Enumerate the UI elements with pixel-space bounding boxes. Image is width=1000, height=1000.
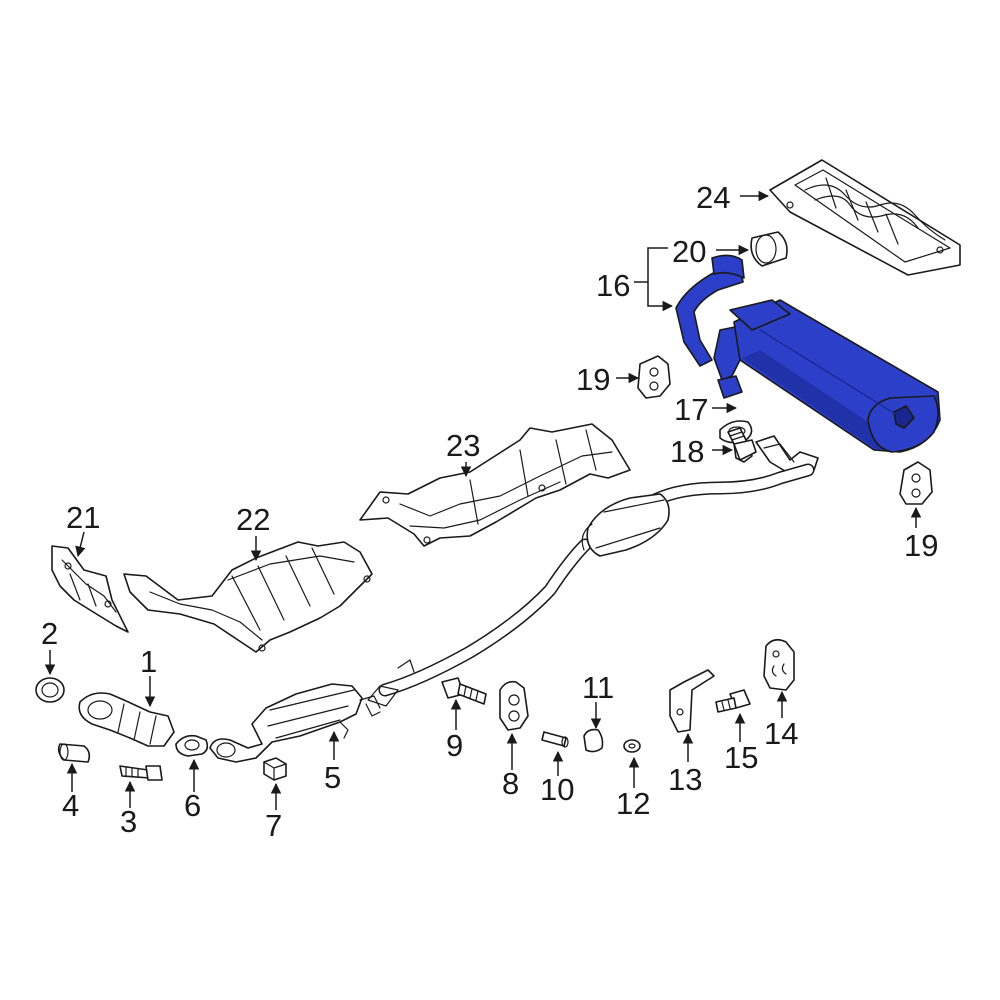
callout-5: 5 xyxy=(324,760,341,795)
callout-15: 15 xyxy=(724,740,758,775)
callout-21: 21 xyxy=(66,500,100,535)
callout-9: 9 xyxy=(446,728,463,763)
part-19-hanger-lower[interactable] xyxy=(899,461,933,505)
callout-10: 10 xyxy=(540,772,574,807)
callout-16: 16 xyxy=(596,268,630,303)
part-13-bracket[interactable] xyxy=(669,669,715,733)
part-24-rear-heat-shield[interactable] xyxy=(769,159,961,276)
part-18-bolt[interactable] xyxy=(727,427,757,463)
callout-19-lower: 19 xyxy=(904,528,938,563)
part-4-sleeve[interactable] xyxy=(57,743,91,763)
part-5-front-pipe-converter[interactable] xyxy=(209,683,381,763)
callout-labels: 1 2 3 4 5 6 7 8 9 10 11 12 13 14 15 16 1… xyxy=(41,180,938,843)
callout-24: 24 xyxy=(696,180,730,215)
callout-8: 8 xyxy=(502,766,519,801)
callout-18: 18 xyxy=(670,434,704,469)
mid-pipe-resonator[interactable] xyxy=(365,463,815,717)
part-15-bolt[interactable] xyxy=(715,689,751,713)
part-23-center-heat-shield[interactable] xyxy=(359,423,631,547)
mid-pipe-rear-flange[interactable] xyxy=(755,435,819,475)
callout-19-upper: 19 xyxy=(576,362,610,397)
callout-1: 1 xyxy=(140,644,157,679)
callout-14: 14 xyxy=(764,716,798,751)
callout-11: 11 xyxy=(582,670,614,705)
part-12-washer[interactable] xyxy=(623,739,641,753)
callout-4: 4 xyxy=(62,788,79,823)
callout-3: 3 xyxy=(120,804,137,839)
part-2-gasket-ring[interactable] xyxy=(35,677,65,703)
part-3-stud[interactable] xyxy=(119,765,163,781)
part-1-catalytic-manifold[interactable] xyxy=(78,692,175,747)
callout-22: 22 xyxy=(236,502,270,537)
part-7-nut[interactable] xyxy=(263,757,287,781)
part-6-gasket[interactable] xyxy=(175,734,209,757)
part-10-pin[interactable] xyxy=(541,731,569,748)
part-19-hanger-upper[interactable] xyxy=(637,355,671,399)
callout-17: 17 xyxy=(674,392,708,427)
part-14-bracket-plate[interactable] xyxy=(763,638,795,691)
callout-23: 23 xyxy=(446,428,480,463)
part-22-front-heat-shield[interactable] xyxy=(123,541,373,653)
part-11-cap[interactable] xyxy=(583,728,604,753)
part-8-hanger[interactable] xyxy=(499,680,529,731)
callout-13: 13 xyxy=(668,762,702,797)
part-16-muffler-assembly[interactable] xyxy=(675,254,941,453)
part-20-clamp[interactable] xyxy=(750,231,788,267)
callout-leaders xyxy=(44,190,922,810)
part-21-manifold-shield[interactable] xyxy=(51,545,129,633)
callout-12: 12 xyxy=(616,786,650,821)
callout-2: 2 xyxy=(41,616,58,651)
callout-7: 7 xyxy=(265,808,282,843)
callout-20: 20 xyxy=(672,234,706,269)
callout-6: 6 xyxy=(184,788,201,823)
part-9-bolt[interactable] xyxy=(441,677,487,705)
